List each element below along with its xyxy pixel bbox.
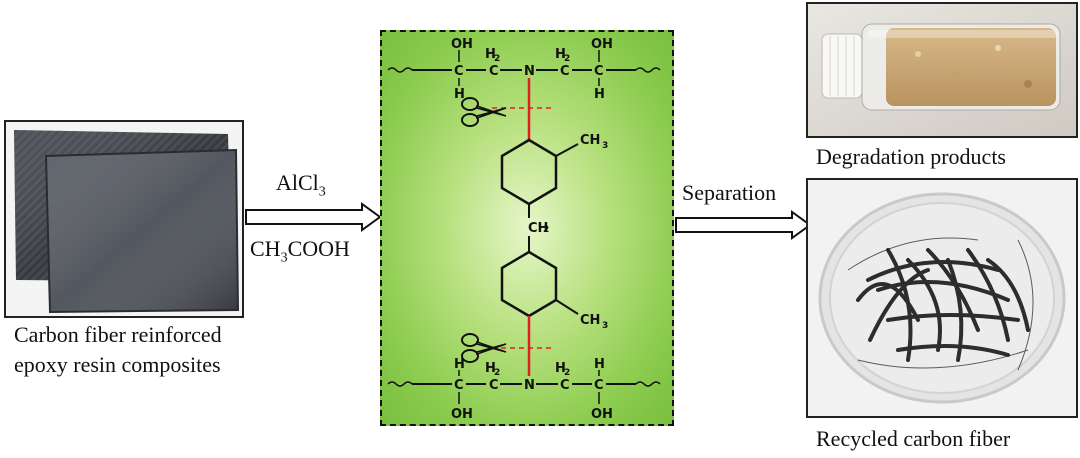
atom-c-top-3: C bbox=[560, 64, 570, 79]
epoxy-structure-diagram: OH C H H 2 C N H 2 C C OH H CH 3 CH 2 bbox=[387, 37, 661, 422]
reaction-arrow-1 bbox=[245, 202, 382, 232]
atom-c-top-4: C bbox=[594, 64, 604, 79]
atom-h2-bottom-2: H bbox=[555, 361, 566, 376]
atom-oh-bottom-right: OH bbox=[591, 407, 613, 422]
atom-ch3-bottom-sub: 3 bbox=[602, 321, 608, 331]
separation-label: Separation bbox=[682, 180, 777, 205]
atom-h2-bottom-2-sub: 2 bbox=[564, 368, 570, 378]
carbon-fiber-plates-image bbox=[6, 122, 242, 316]
atom-h2-top-1-sub: 2 bbox=[494, 54, 500, 64]
atom-h2-top-1: H bbox=[485, 47, 496, 62]
scissors-icon-bottom bbox=[461, 333, 507, 363]
scissors-icon-top bbox=[461, 97, 507, 127]
reagent-acetic-acid-pre: CH bbox=[250, 236, 281, 261]
wavy-bond-bottom-left bbox=[387, 381, 413, 387]
reagent-acetic-acid: CH3COOH bbox=[250, 236, 350, 266]
recycled-fiber-caption: Recycled carbon fiber bbox=[816, 426, 1011, 451]
atom-h-bottom-2: H bbox=[594, 357, 605, 372]
atom-ch2-bridge: CH bbox=[528, 221, 548, 236]
atom-h2-top-2: H bbox=[555, 47, 566, 62]
atom-h2-bottom-1: H bbox=[485, 361, 496, 376]
reagent-acetic-acid-sub: 3 bbox=[280, 250, 288, 266]
recycled-fiber-photo bbox=[806, 178, 1078, 418]
atom-h-top-2: H bbox=[594, 87, 605, 102]
carbon-fiber-strands bbox=[856, 248, 1030, 362]
atom-h-top-1: H bbox=[454, 87, 465, 102]
carbon-fiber-plates-photo bbox=[4, 120, 244, 318]
atom-oh-bottom-left: OH bbox=[451, 407, 473, 422]
petri-dish-image bbox=[808, 180, 1076, 416]
molecule-panel: OH C H H 2 C N H 2 C C OH H CH 3 CH 2 bbox=[380, 30, 674, 426]
atom-n-bottom: N bbox=[524, 378, 535, 393]
atom-h2-bottom-1-sub: 2 bbox=[494, 368, 500, 378]
composite-caption-line2: epoxy resin composites bbox=[14, 352, 221, 377]
atom-c-bottom-3: C bbox=[560, 378, 570, 393]
atom-ch3-top: CH bbox=[580, 133, 600, 148]
atom-c-bottom-1: C bbox=[454, 378, 464, 393]
atom-c-top-1: C bbox=[454, 64, 464, 79]
reagent-alcl3-sub: 3 bbox=[318, 184, 326, 200]
cyclohexane-ring-bottom bbox=[500, 250, 558, 318]
atom-n-top: N bbox=[524, 64, 535, 79]
wavy-bond-top-right bbox=[635, 67, 661, 73]
composite-caption-line1: Carbon fiber reinforced bbox=[14, 322, 222, 347]
atom-ch3-bottom: CH bbox=[580, 313, 600, 328]
separation-arrow bbox=[675, 210, 812, 240]
reagent-acetic-acid-post: COOH bbox=[287, 236, 350, 261]
atom-oh-top-right: OH bbox=[591, 37, 613, 52]
atom-ch2-bridge-h: 2 bbox=[543, 225, 549, 235]
wavy-bond-bottom-right bbox=[635, 381, 661, 387]
degradation-products-caption: Degradation products bbox=[816, 144, 1006, 169]
wavy-bond-top-left bbox=[387, 67, 413, 73]
atom-c-bottom-2: C bbox=[489, 378, 499, 393]
atom-h2-top-2-sub: 2 bbox=[564, 54, 570, 64]
atom-ch3-top-sub: 3 bbox=[602, 141, 608, 151]
atom-c-bottom-4: C bbox=[594, 378, 604, 393]
composite-caption: Carbon fiber reinforced epoxy resin comp… bbox=[14, 320, 254, 380]
cyclohexane-ring-top bbox=[500, 138, 558, 206]
vial-image bbox=[808, 4, 1076, 136]
atom-h-bottom-1: H bbox=[454, 357, 465, 372]
reagent-alcl3: AlCl3 bbox=[276, 170, 326, 200]
reagent-alcl3-text: AlCl bbox=[276, 170, 319, 195]
atom-oh-top-left: OH bbox=[451, 37, 473, 52]
degradation-products-photo bbox=[806, 2, 1078, 138]
atom-c-top-2: C bbox=[489, 64, 499, 79]
